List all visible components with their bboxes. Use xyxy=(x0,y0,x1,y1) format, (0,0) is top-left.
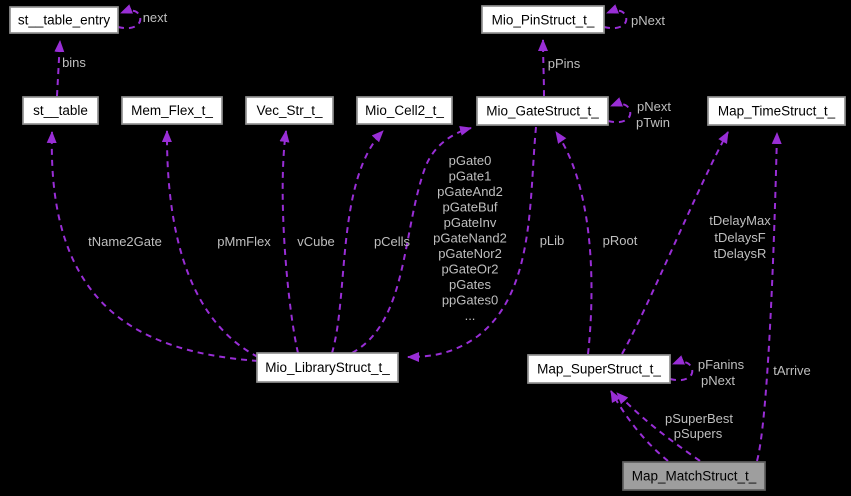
node-map-matchstruct[interactable]: Map_MatchStruct_t_ xyxy=(622,461,766,491)
edge-tdelays xyxy=(621,131,729,355)
node-label: Map_TimeStruct_t_ xyxy=(718,104,836,119)
edge-label-delays: tDelayMax tDelaysF tDelaysR xyxy=(709,213,771,261)
node-label: Mem_Flex_t_ xyxy=(131,103,213,118)
edge-label-next: next xyxy=(143,10,168,25)
edge-tname2gate xyxy=(46,131,259,362)
edge-psupers-b xyxy=(616,392,701,462)
edge-label-tarrive: tArrive xyxy=(773,363,811,378)
node-label: Mio_Cell2_t_ xyxy=(365,103,444,118)
edge-label-proot: pRoot xyxy=(603,233,638,248)
node-box xyxy=(121,96,223,125)
edge-label-ppins: pPins xyxy=(548,56,581,71)
edge-label-pnext-super: pNext xyxy=(701,373,735,388)
edge-label-pnext-gate: pNext xyxy=(637,99,671,114)
edge-vcube xyxy=(279,130,299,354)
node-label: Mio_GateStruct_t_ xyxy=(486,104,599,119)
gate-field-line: pGate0 xyxy=(449,153,492,168)
delay-line: tDelayMax xyxy=(709,213,771,228)
node-label: st__table_entry xyxy=(18,13,111,28)
edge-label-plib: pLib xyxy=(540,233,565,248)
node-mio-librarystruct[interactable]: Mio_LibraryStruct_t_ xyxy=(256,352,399,383)
node-box xyxy=(481,5,605,34)
edge-label-bins: bins xyxy=(62,55,86,70)
gate-field-line: pGateNand2 xyxy=(433,231,507,246)
node-label: st__table xyxy=(33,103,88,118)
node-box xyxy=(476,96,609,126)
node-label: Vec_Str_t_ xyxy=(256,103,323,118)
node-mio-pinstruct[interactable]: Mio_PinStruct_t_ xyxy=(481,5,605,34)
edge-label-pmmflex: pMmFlex xyxy=(217,234,271,249)
node-box xyxy=(245,96,334,125)
edge-label-vcube: vCube xyxy=(297,234,335,249)
node-st-table-entry[interactable]: st__table_entry xyxy=(9,6,119,34)
edge-label-pfanins: pFanins xyxy=(698,357,745,372)
edge-label-ptwin-gate: pTwin xyxy=(636,115,670,130)
node-label: Map_SuperStruct_t_ xyxy=(537,362,661,377)
node-box xyxy=(9,6,119,34)
edge-gate-self-loop xyxy=(607,97,632,124)
gate-field-line: pGateAnd2 xyxy=(437,184,503,199)
node-label: Map_MatchStruct_t_ xyxy=(632,469,757,484)
edge-next-self-loop xyxy=(117,4,142,30)
edge-label-pcells: pCells xyxy=(374,234,411,249)
node-box xyxy=(22,96,99,125)
edge-psupers-a xyxy=(610,390,669,462)
node-st-table[interactable]: st__table xyxy=(22,96,99,125)
edge-label-gate-fields: pGate0 pGate1 pGateAnd2 pGateBuf pGateIn… xyxy=(433,153,507,323)
gate-field-line: ... xyxy=(465,308,476,323)
node-map-superstruct[interactable]: Map_SuperStruct_t_ xyxy=(527,354,671,384)
node-box xyxy=(527,354,671,384)
gate-field-line: pGateNor2 xyxy=(438,246,502,261)
node-box xyxy=(707,96,846,126)
edge-plib xyxy=(407,126,537,362)
edge-proot xyxy=(555,131,593,355)
edge-tarrive xyxy=(756,132,782,462)
node-vec-str[interactable]: Vec_Str_t_ xyxy=(245,96,334,125)
gate-field-line: pGateOr2 xyxy=(441,262,498,277)
edge-gate-fields xyxy=(351,125,472,354)
edge-ppins xyxy=(538,39,549,97)
edge-label-tname2gate: tName2Gate xyxy=(88,234,162,249)
edge-pcells xyxy=(331,130,384,354)
edge-label-psuperbest: pSuperBest xyxy=(665,411,733,426)
node-box xyxy=(256,352,399,383)
node-box xyxy=(356,96,453,125)
gate-field-line: pGateInv xyxy=(444,215,497,230)
node-mio-gatestruct[interactable]: Mio_GateStruct_t_ xyxy=(476,96,609,126)
gate-field-line: pGate1 xyxy=(449,169,492,184)
edge-super-self-loop xyxy=(669,355,694,382)
edge-label-psupers: pSupers xyxy=(674,426,723,441)
edge-bins xyxy=(54,40,65,97)
delay-line: tDelaysR xyxy=(714,246,767,261)
gate-field-line: pGateBuf xyxy=(443,200,498,215)
node-label: Mio_PinStruct_t_ xyxy=(492,13,595,28)
node-map-timestruct[interactable]: Map_TimeStruct_t_ xyxy=(707,96,846,126)
gate-field-line: ppGates0 xyxy=(442,293,498,308)
node-label: Mio_LibraryStruct_t_ xyxy=(265,360,390,375)
edge-label-pnext-pin: pNext xyxy=(631,13,665,28)
gate-field-line: pGates xyxy=(449,277,491,292)
edge-pnext-pin-self-loop xyxy=(603,4,628,30)
node-mem-flex[interactable]: Mem_Flex_t_ xyxy=(121,96,223,125)
delay-line: tDelaysF xyxy=(714,230,765,245)
node-box xyxy=(622,461,766,491)
node-mio-cell2[interactable]: Mio_Cell2_t_ xyxy=(356,96,453,125)
